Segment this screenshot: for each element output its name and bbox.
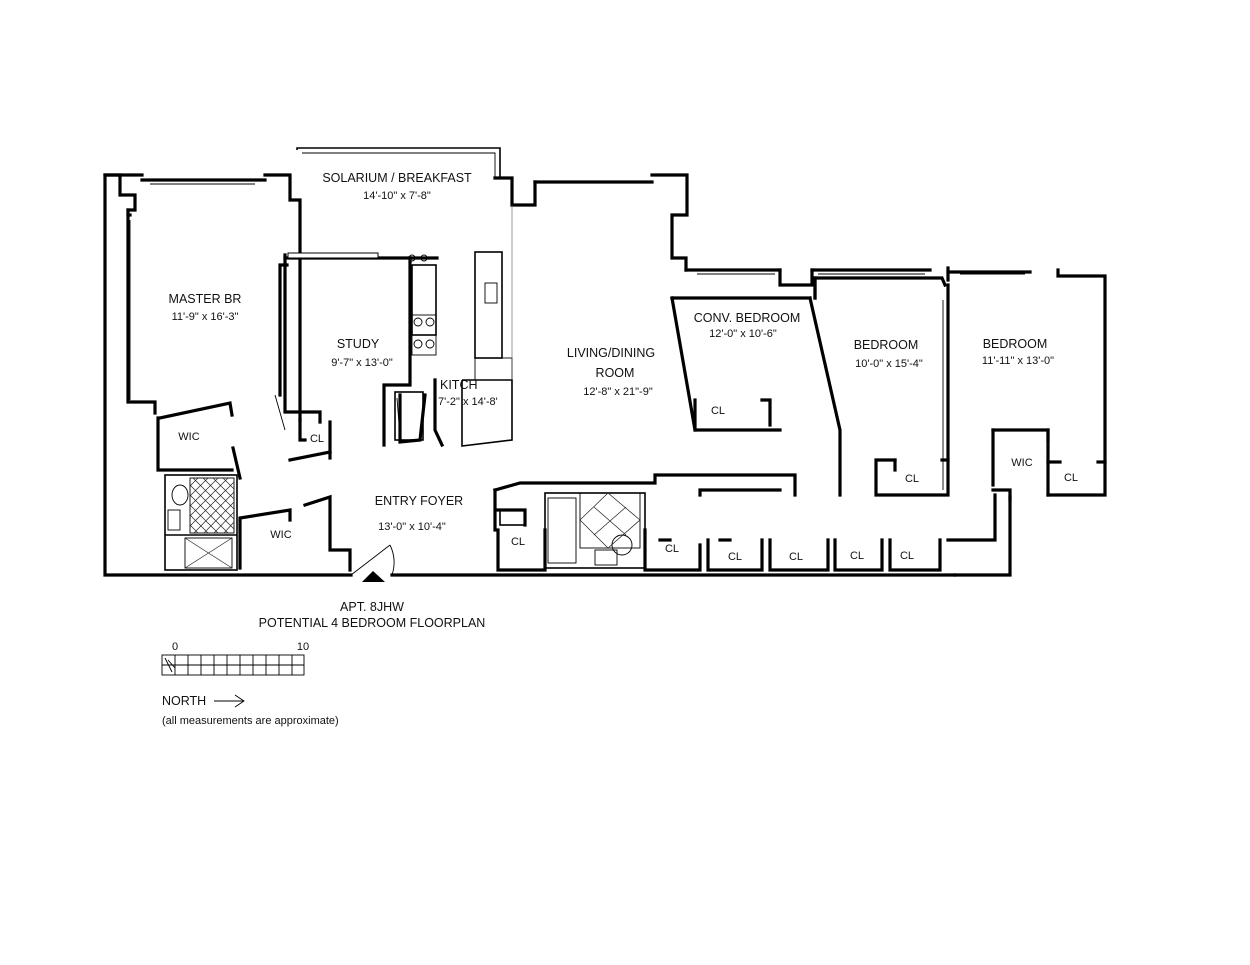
wic-label: WIC — [178, 431, 199, 443]
hallway-walls — [493, 473, 997, 572]
conv-bedroom-size: 12'-0" x 10'-6" — [709, 328, 777, 340]
wic-label: WIC — [1011, 457, 1032, 469]
cl-label: CL — [665, 543, 679, 555]
scale-end: 10 — [297, 641, 309, 653]
cl-label: CL — [789, 551, 803, 563]
master-name: MASTER BR — [169, 292, 242, 306]
measurement-note: (all measurements are approximate) — [162, 715, 339, 727]
solarium-name: SOLARIUM / BREAKFAST — [322, 171, 472, 185]
right-arrow-icon — [214, 694, 245, 708]
wic-label: WIC — [270, 529, 291, 541]
living-size: 12'-8" x 21"-9" — [583, 386, 653, 398]
bedroom-3-name: BEDROOM — [983, 337, 1048, 351]
master-bedroom-walls — [126, 183, 352, 572]
master-size: 11'-9" x 16'-3" — [172, 311, 239, 323]
cl-label: CL — [711, 405, 725, 417]
living-name-1: LIVING/DINING — [567, 346, 655, 360]
kitchen-size: 7'-2" x 14'-8' — [438, 396, 498, 408]
exterior-walls — [103, 147, 1107, 577]
north-label: NORTH — [162, 694, 206, 708]
cl-label: CL — [511, 536, 525, 548]
solarium-size: 14'-10" x 7'-8" — [363, 190, 431, 202]
cl-label: CL — [905, 473, 919, 485]
bedroom-2-walls — [808, 273, 950, 497]
foyer-name: ENTRY FOYER — [375, 494, 463, 508]
apartment-number: APT. 8JHW — [340, 600, 404, 614]
kitchen — [408, 205, 513, 448]
study-size: 9'-7" x 13'-0" — [331, 357, 393, 369]
bedroom-2-size: 10'-0" x 15'-4" — [855, 358, 923, 370]
foyer-size: 13'-0" x 10'-4" — [378, 521, 446, 533]
living-name-2: ROOM — [596, 366, 635, 380]
scale-bar: 0 10 — [161, 641, 309, 676]
master-bath-tile — [167, 477, 235, 569]
floorplan-subtitle: POTENTIAL 4 BEDROOM FLOORPLAN — [259, 616, 486, 630]
cl-label: CL — [900, 550, 914, 562]
cl-label: CL — [1064, 472, 1078, 484]
bedroom-2-name: BEDROOM — [854, 338, 919, 352]
cl-label: CL — [310, 433, 324, 445]
entry-door — [350, 544, 395, 576]
kitchen-name: KITCH — [440, 378, 478, 392]
study-name: STUDY — [337, 337, 380, 351]
cl-label: CL — [850, 550, 864, 562]
bedroom-3-walls — [960, 273, 1107, 502]
entry-triangle-icon — [362, 571, 385, 582]
conv-bedroom-walls — [670, 273, 812, 432]
scale-start: 0 — [172, 641, 178, 653]
study-walls — [274, 252, 427, 462]
bedroom-3-size: 11'-11" x 13'-0" — [982, 355, 1054, 367]
conv-bedroom-name: CONV. BEDROOM — [694, 311, 801, 325]
cl-label: CL — [728, 551, 742, 563]
